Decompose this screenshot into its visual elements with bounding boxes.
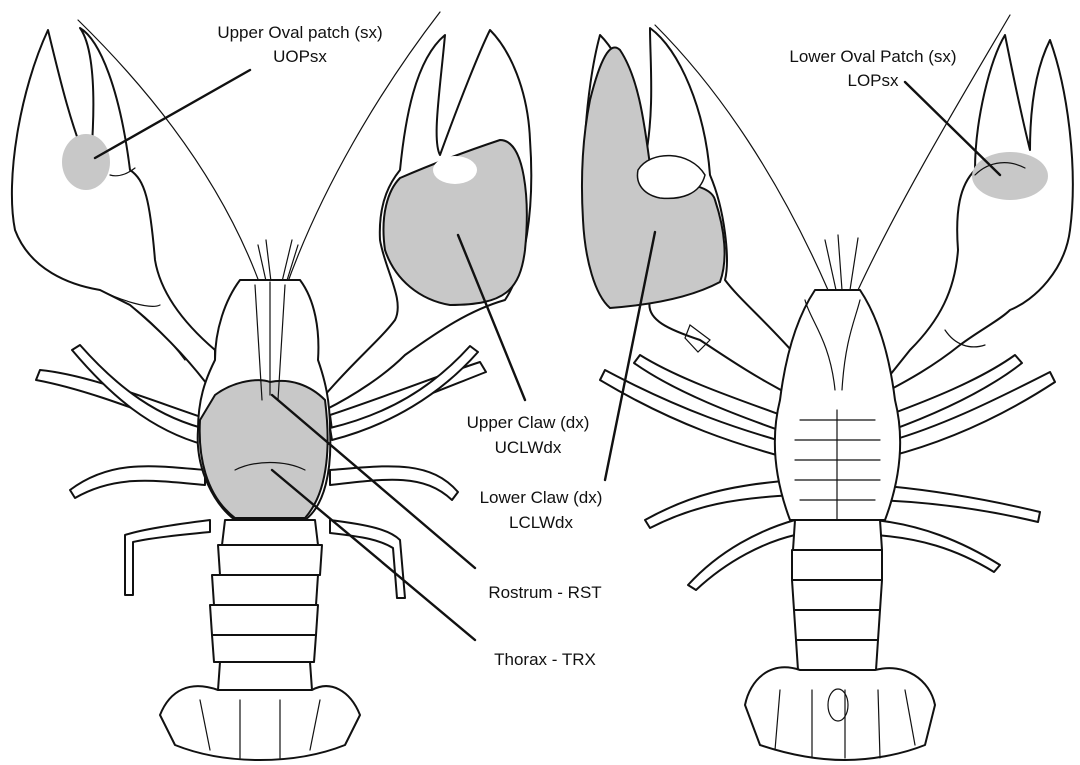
rst-label: Rostrum - RST <box>488 583 601 602</box>
uop-label-line1: Upper Oval patch (sx) <box>217 23 382 42</box>
dorsal-legs-left <box>36 345 210 595</box>
ventral-body <box>775 290 900 520</box>
ventral-legs-left <box>600 355 795 590</box>
uop-label-line2: UOPsx <box>273 47 327 66</box>
lclw-label-line1: Lower Claw (dx) <box>480 488 603 507</box>
lclw-label-line2: LCLWdx <box>509 513 573 532</box>
lop-label-line2: LOPsx <box>847 71 899 90</box>
dorsal-claw-right <box>325 30 531 410</box>
ventral-view-lobster <box>582 15 1073 760</box>
ventral-abdomen <box>745 520 935 760</box>
uclw-label-line2: UCLWdx <box>495 438 562 457</box>
trx-label: Thorax - TRX <box>494 650 596 669</box>
lop-label-line1: Lower Oval Patch (sx) <box>789 47 956 66</box>
dorsal-view-lobster <box>12 12 531 760</box>
dorsal-body <box>198 280 331 520</box>
ventral-claw-right <box>870 35 1073 400</box>
dorsal-claw-left <box>12 28 215 395</box>
ventral-claw-left <box>582 28 800 400</box>
uclw-label-line1: Upper Claw (dx) <box>467 413 590 432</box>
upper-oval-patch <box>62 134 110 190</box>
ventral-legs-right <box>875 355 1055 572</box>
dorsal-abdomen <box>160 520 360 760</box>
